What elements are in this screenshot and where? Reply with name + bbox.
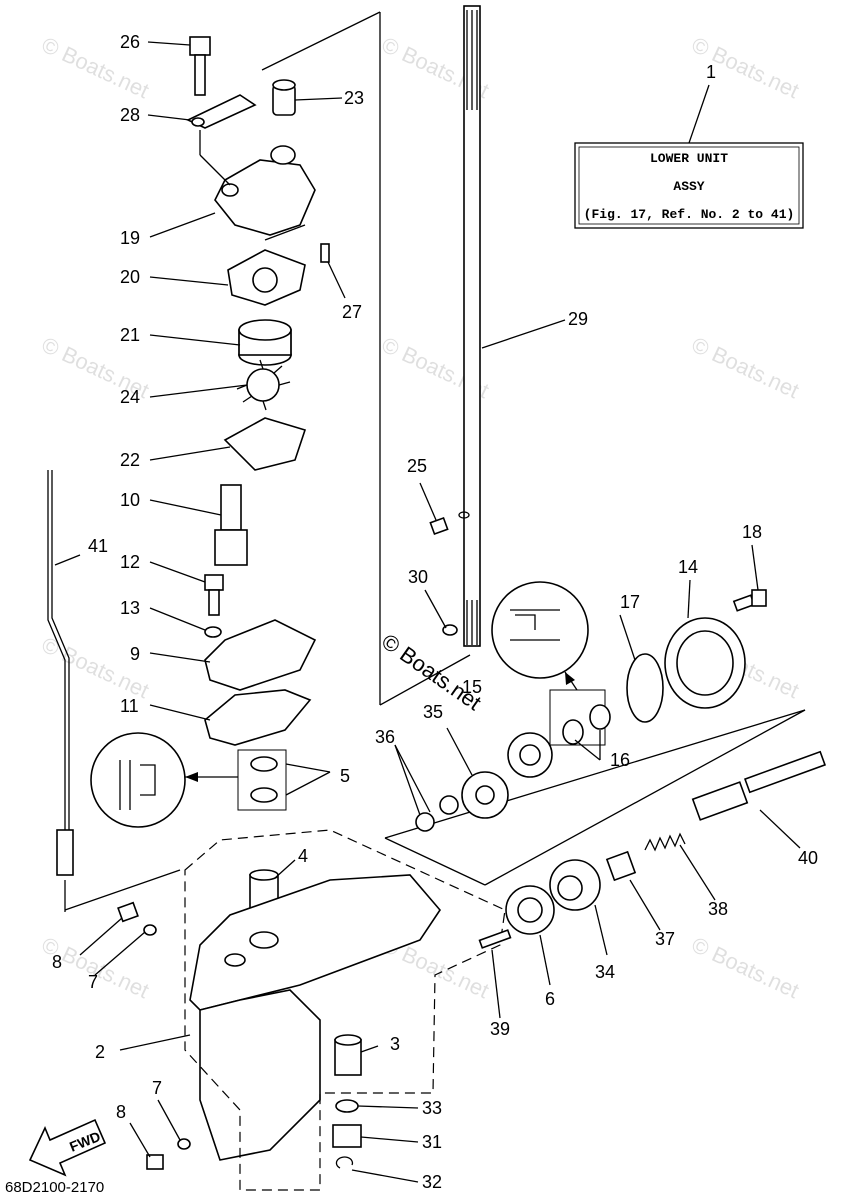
callout-31: 31 — [422, 1132, 442, 1152]
bolt — [204, 574, 224, 616]
callout-36: 36 — [375, 727, 395, 747]
callout-18: 18 — [742, 522, 762, 542]
dog-clutch — [605, 850, 637, 882]
callout-numbers: 1 2 3 4 5 6 7 7 8 8 9 10 11 12 13 14 15 … — [52, 32, 818, 1192]
assy-line2: ASSY — [673, 179, 704, 194]
callout-22: 22 — [120, 450, 140, 470]
pinion-gear — [332, 1124, 362, 1148]
callout-40: 40 — [798, 848, 818, 868]
callout-38: 38 — [708, 899, 728, 919]
bolt — [732, 589, 767, 612]
callout-34: 34 — [595, 962, 615, 982]
callout-27: 27 — [342, 302, 362, 322]
callout-37: 37 — [655, 929, 675, 949]
callout-32: 32 — [422, 1172, 442, 1192]
oil-seals — [237, 749, 287, 811]
fill-bolt — [146, 1138, 191, 1170]
callout-33: 33 — [422, 1098, 442, 1118]
assembly-box: LOWER UNIT ASSY (Fig. 17, Ref. No. 2 to … — [574, 84, 804, 229]
shim — [415, 812, 435, 832]
callout-23: 23 — [344, 88, 364, 108]
callout-14: 14 — [678, 557, 698, 577]
forward-arrow: FWD — [28, 1118, 107, 1177]
insert-cartridge — [238, 319, 292, 366]
bearing — [507, 732, 553, 778]
callout-20: 20 — [120, 267, 140, 287]
callout-41: 41 — [88, 536, 108, 556]
propeller-shaft-housing-cap — [664, 617, 746, 709]
callout-26: 26 — [120, 32, 140, 52]
callout-25: 25 — [407, 456, 427, 476]
o-ring — [626, 653, 664, 723]
dowel-pin — [320, 243, 330, 263]
reverse-gear — [549, 859, 601, 911]
callout-2: 2 — [95, 1042, 105, 1062]
callout-13: 13 — [120, 598, 140, 618]
ball — [442, 624, 458, 636]
callout-30: 30 — [408, 567, 428, 587]
callout-17: 17 — [620, 592, 640, 612]
callout-6: 6 — [545, 989, 555, 1009]
callout-39: 39 — [490, 1019, 510, 1039]
grommet — [272, 79, 296, 116]
callout-29: 29 — [568, 309, 588, 329]
callout-7-lower: 7 — [152, 1078, 162, 1098]
callout-4: 4 — [298, 846, 308, 866]
washer — [204, 626, 222, 638]
needle-bearing — [589, 704, 611, 730]
callout-5: 5 — [340, 766, 350, 786]
callout-35: 35 — [423, 702, 443, 722]
callout-11: 11 — [120, 696, 139, 716]
watermark: © Boats.net — [688, 332, 803, 403]
bearing — [505, 885, 555, 935]
callout-3: 3 — [390, 1034, 400, 1054]
callout-15: 15 — [462, 677, 482, 697]
callout-8-upper: 8 — [52, 952, 62, 972]
shift-rod — [47, 470, 74, 876]
callout-9: 9 — [130, 644, 140, 664]
seal — [204, 619, 317, 691]
gear-case — [189, 874, 442, 1161]
callout-16: 16 — [610, 750, 630, 770]
drain-bolt — [117, 901, 157, 936]
needle-bearing — [562, 719, 584, 745]
water-pump-housing — [214, 145, 316, 236]
detail-view-circle — [90, 732, 186, 828]
watermark: © Boats.net — [688, 932, 803, 1003]
callout-1: 1 — [706, 62, 716, 82]
pin — [429, 516, 449, 536]
callout-28: 28 — [120, 105, 140, 125]
watermark: © Boats.net — [38, 632, 153, 703]
propeller-shaft — [691, 750, 827, 821]
callout-24: 24 — [120, 387, 140, 407]
bushing — [334, 1034, 362, 1076]
spring — [644, 832, 686, 852]
detail-view-circle — [491, 581, 589, 679]
leader-lines — [54, 41, 801, 1183]
washer — [335, 1099, 359, 1113]
diagram-code: 68D2100-2170 — [5, 1179, 104, 1196]
gasket — [204, 689, 312, 746]
circlip — [335, 1156, 354, 1169]
callout-8-lower: 8 — [116, 1102, 126, 1122]
callout-19: 19 — [120, 228, 140, 248]
callout-7-upper: 7 — [88, 972, 98, 992]
outer-plate — [223, 417, 307, 471]
callout-12: 12 — [120, 552, 140, 572]
drive-shaft — [379, 5, 481, 705]
impeller — [236, 359, 291, 411]
forward-gear — [461, 771, 509, 819]
assy-line3: (Fig. 17, Ref. No. 2 to 41) — [584, 207, 795, 222]
callout-10: 10 — [120, 490, 140, 510]
callout-21: 21 — [120, 325, 140, 345]
water-tube — [214, 484, 248, 566]
pin — [478, 929, 512, 949]
shim — [439, 795, 459, 815]
assy-line1: LOWER UNIT — [650, 151, 728, 166]
bolt — [189, 36, 211, 96]
